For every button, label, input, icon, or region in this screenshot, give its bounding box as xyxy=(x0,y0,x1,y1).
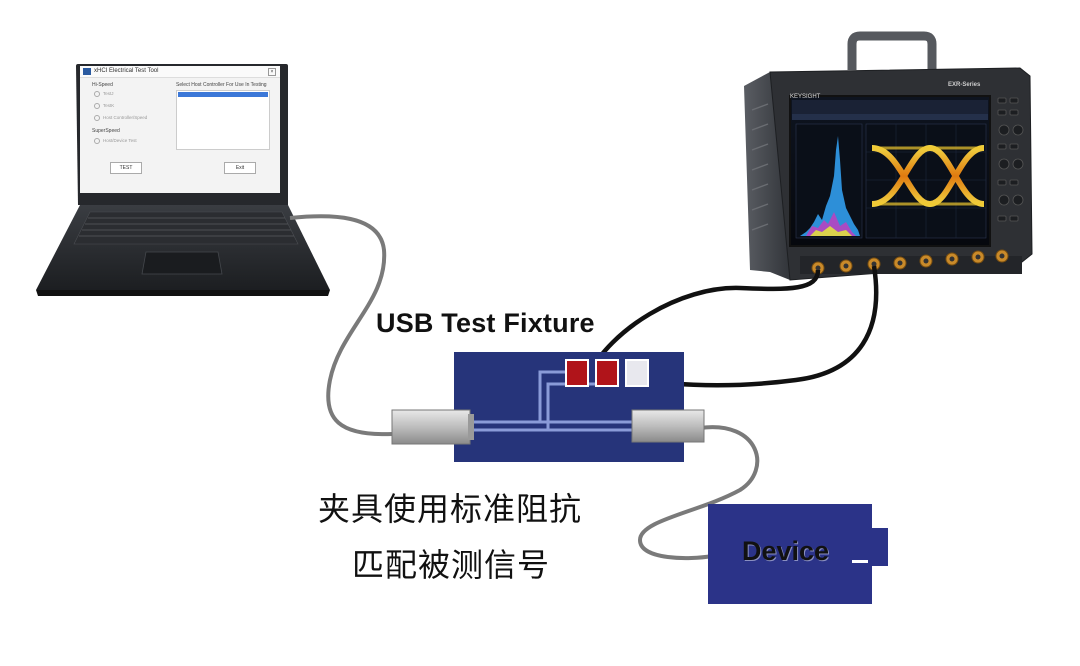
histogram-plot xyxy=(795,123,863,239)
sma-connectors xyxy=(565,359,649,387)
superspeed-group-label: SuperSpeed xyxy=(92,128,120,134)
hi-speed-option-1[interactable]: TestJ xyxy=(94,91,114,97)
caption-line-1: 夹具使用标准阻抗 xyxy=(318,490,583,528)
usb-cable-device xyxy=(637,425,760,561)
selected-controller-row[interactable] xyxy=(178,92,268,97)
test-tool-window: xHCI Electrical Test Tool × Hi-Speed Tes… xyxy=(80,66,280,193)
eye-diagram-plot xyxy=(865,123,987,239)
test-tool-titlebar: xHCI Electrical Test Tool × xyxy=(80,66,280,78)
device-box xyxy=(708,504,888,604)
scope-controls xyxy=(997,97,1024,222)
superspeed-option-1[interactable]: Host/Device Test xyxy=(94,138,137,144)
usb-plug-left xyxy=(391,409,471,445)
exit-button[interactable]: Exit xyxy=(224,162,256,174)
scope-brand-label: KEYSIGHT xyxy=(790,94,821,100)
hi-speed-option-2[interactable]: TestK xyxy=(94,103,114,109)
app-logo-icon xyxy=(83,68,91,75)
close-icon[interactable]: × xyxy=(268,68,276,76)
usb-cable-host xyxy=(289,214,393,437)
scope-cable-1 xyxy=(585,269,821,377)
laptop-keyboard xyxy=(73,211,299,245)
usb-plug-right xyxy=(631,409,705,443)
host-controller-list[interactable] xyxy=(176,90,270,150)
scope-series-label: EXR-Series xyxy=(948,82,981,88)
laptop-touchpad xyxy=(141,251,223,275)
test-button[interactable]: TEST xyxy=(110,162,142,174)
caption-line-2: 匹配被测信号 xyxy=(352,546,551,584)
oscilloscope xyxy=(744,31,1033,281)
select-controller-label: Select Host Controller For Use In Testin… xyxy=(176,82,267,88)
usb-test-fixture xyxy=(391,352,705,462)
fixture-title: USB Test Fixture xyxy=(376,308,595,338)
device-label: Device xyxy=(742,536,830,566)
test-tool-title: xHCI Electrical Test Tool xyxy=(94,68,159,74)
hi-speed-option-3[interactable]: Host Controller/Speed xyxy=(94,115,147,121)
hi-speed-group-label: Hi-Speed xyxy=(92,82,113,88)
scope-channel-inputs xyxy=(800,249,1022,275)
